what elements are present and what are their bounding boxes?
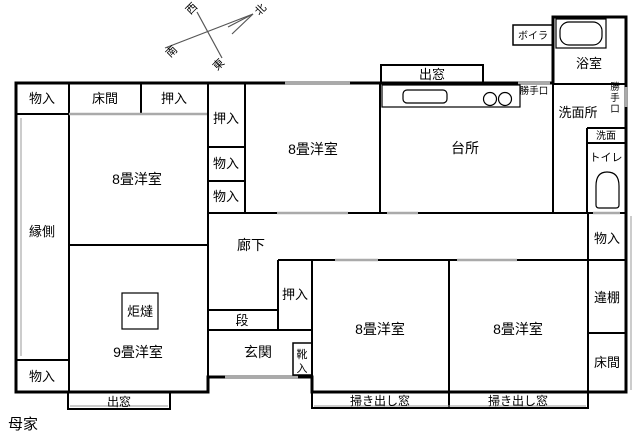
room8-bottom-right-label: 8畳洋室 <box>493 321 543 337</box>
sweep-window-left-label: 掃き出し窓 <box>350 393 410 408</box>
storage-col2-label: 物入 <box>213 189 239 204</box>
bay-window-bottom-label: 出窓 <box>107 394 131 409</box>
plan-title: 母家 <box>8 416 38 433</box>
storage-right-label: 物入 <box>594 231 620 246</box>
bay-window-top <box>380 64 484 84</box>
interior-walls <box>16 83 626 408</box>
boiler-box <box>512 24 554 46</box>
room8-mid-label: 8畳洋室 <box>288 141 338 157</box>
oshiire-mid-label: 押入 <box>282 287 308 302</box>
kitchen-label: 台所 <box>451 140 479 156</box>
tokonoma-top-label: 床間 <box>92 91 118 106</box>
sink-icon <box>402 89 448 104</box>
compass-south-label: 南 <box>163 43 180 60</box>
bay-window-bottom <box>67 391 171 410</box>
backdoor-right-label-1: 勝 <box>610 81 620 93</box>
shoe-box-label-1: 靴 <box>297 347 308 361</box>
compass-north-label: 北 <box>252 1 269 18</box>
corridor-label: 廊下 <box>237 237 265 253</box>
backdoor-right-label-3: 口 <box>610 104 620 115</box>
compass-needle-line <box>164 13 254 49</box>
sweep-window-strip <box>311 391 589 409</box>
boiler-label: ボイラ <box>518 30 548 42</box>
backdoor-kitchen-label: 勝手口 <box>520 85 549 97</box>
shoe-box <box>292 342 313 376</box>
toilet-icon <box>595 171 620 209</box>
door-openings <box>20 81 632 390</box>
burner-icon <box>482 91 498 107</box>
shoe-box-label-2: 入 <box>297 363 308 375</box>
bay-window-top-label: 出窓 <box>419 67 445 82</box>
burner-icon <box>497 91 513 107</box>
room8-left-label: 8畳洋室 <box>112 171 162 187</box>
compass-arrowhead-icon <box>227 13 254 35</box>
compass-west-label: 西 <box>184 1 200 17</box>
oshiire-col-label: 押入 <box>213 111 239 126</box>
sweep-window-right-label: 掃き出し窓 <box>488 393 548 408</box>
room9-label: 9畳洋室 <box>113 344 163 360</box>
entrance-label: 玄関 <box>244 344 272 360</box>
kotatsu-box <box>121 292 159 330</box>
compass-cross-line <box>196 11 223 59</box>
storage-col1-label: 物入 <box>213 156 239 171</box>
backdoor-right-label-2: 手 <box>610 92 620 104</box>
basin-label: 洗面 <box>596 130 616 142</box>
shelf-label: 違棚 <box>594 290 620 305</box>
washroom-label: 洗面所 <box>558 105 597 120</box>
oshiire-top-label: 押入 <box>161 91 187 106</box>
storage-bottom-label: 物入 <box>29 369 55 384</box>
toilet-label: トイレ <box>590 152 623 164</box>
kitchen-counter <box>381 84 521 108</box>
compass-east-label: 東 <box>210 56 227 73</box>
kotatsu-label: 炬燵 <box>127 304 153 319</box>
step-label: 段 <box>235 313 248 328</box>
bathtub-icon <box>555 18 607 49</box>
bath-label: 浴室 <box>576 56 602 71</box>
engawa-label: 縁側 <box>29 224 55 239</box>
storage-top-label: 物入 <box>29 91 55 106</box>
compass: 西 北 南 東 <box>163 1 269 73</box>
room8-bottom-left-label: 8畳洋室 <box>355 321 405 337</box>
tokonoma-right-label: 床間 <box>594 355 620 370</box>
